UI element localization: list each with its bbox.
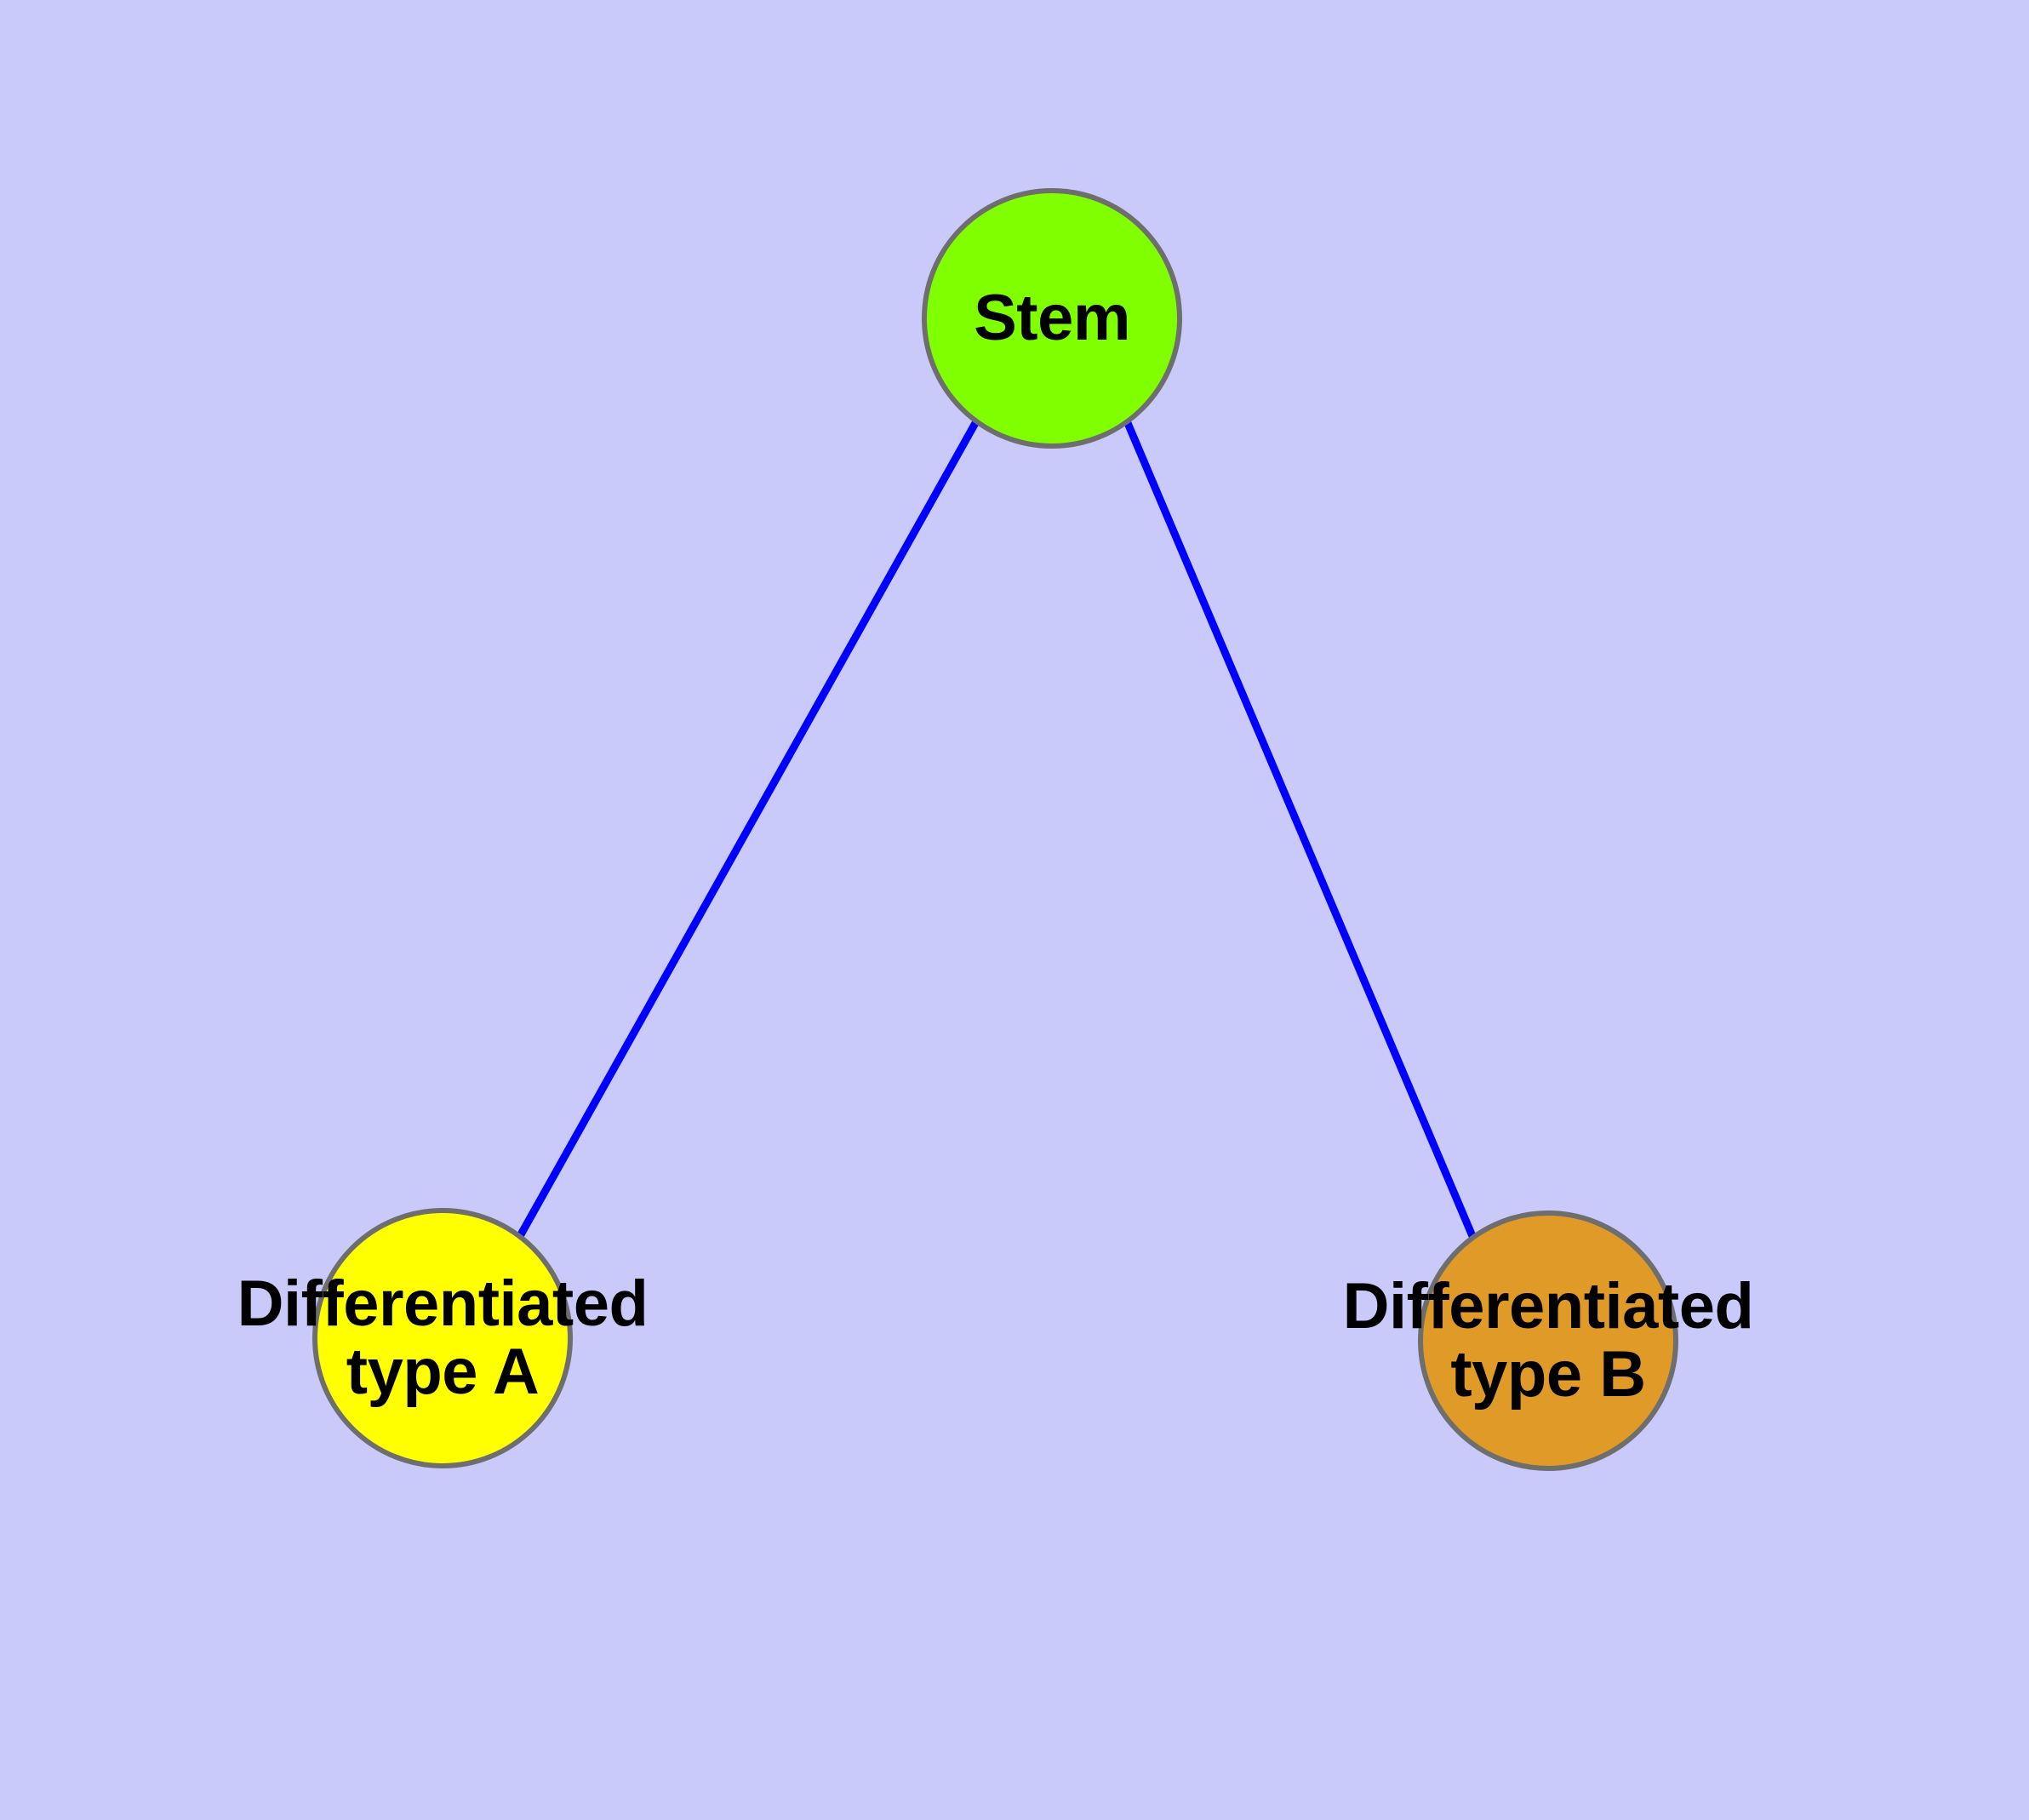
node-differentiated-type-b-label: Differentiated type B	[1342, 1269, 1754, 1411]
node-stem-label: Stem	[974, 281, 1130, 354]
node-differentiated-type-b[interactable]	[1418, 1210, 1678, 1471]
node-differentiated-type-a-label: Differentiated type A	[237, 1267, 649, 1409]
edge-stem-to-diff-a[interactable]	[517, 421, 979, 1239]
node-differentiated-type-a[interactable]	[312, 1208, 573, 1468]
node-stem[interactable]	[922, 188, 1182, 449]
edge-stem-to-diff-b[interactable]	[1123, 421, 1477, 1238]
